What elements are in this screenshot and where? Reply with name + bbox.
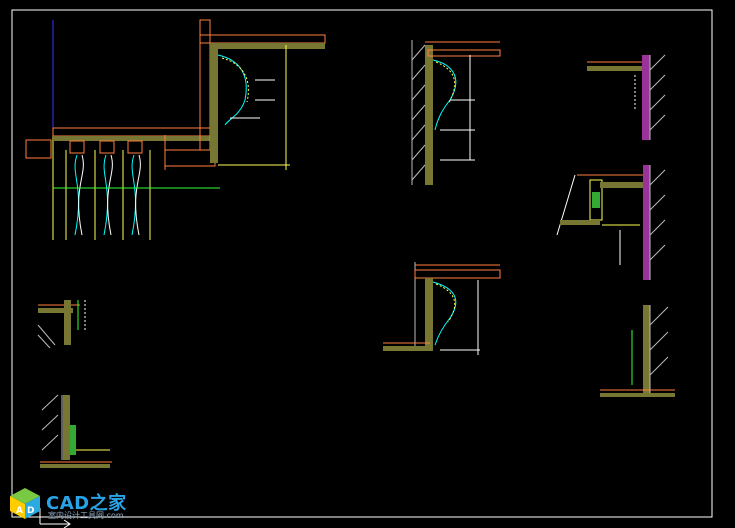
drawing-frame [11, 9, 713, 518]
detail-left-small-top [37, 300, 86, 349]
detail-right-middle [556, 165, 666, 280]
detail-section-center-top [411, 40, 501, 185]
detail-left-small-bottom [40, 394, 112, 468]
detail-section-center-bottom [383, 262, 501, 355]
svg-text:D: D [27, 506, 34, 516]
detail-plan-top-left [25, 19, 326, 240]
cad-logo: A D CAD之家 室内设计工具网.com [8, 486, 148, 526]
logo-text: CAD之家 [46, 493, 127, 514]
logo-subtext: 室内设计工具网.com [48, 511, 124, 520]
detail-right-top [587, 54, 666, 140]
detail-right-bottom [600, 305, 675, 397]
svg-text:A: A [16, 506, 23, 516]
cad-logo-cube-icon: A D [10, 488, 40, 519]
